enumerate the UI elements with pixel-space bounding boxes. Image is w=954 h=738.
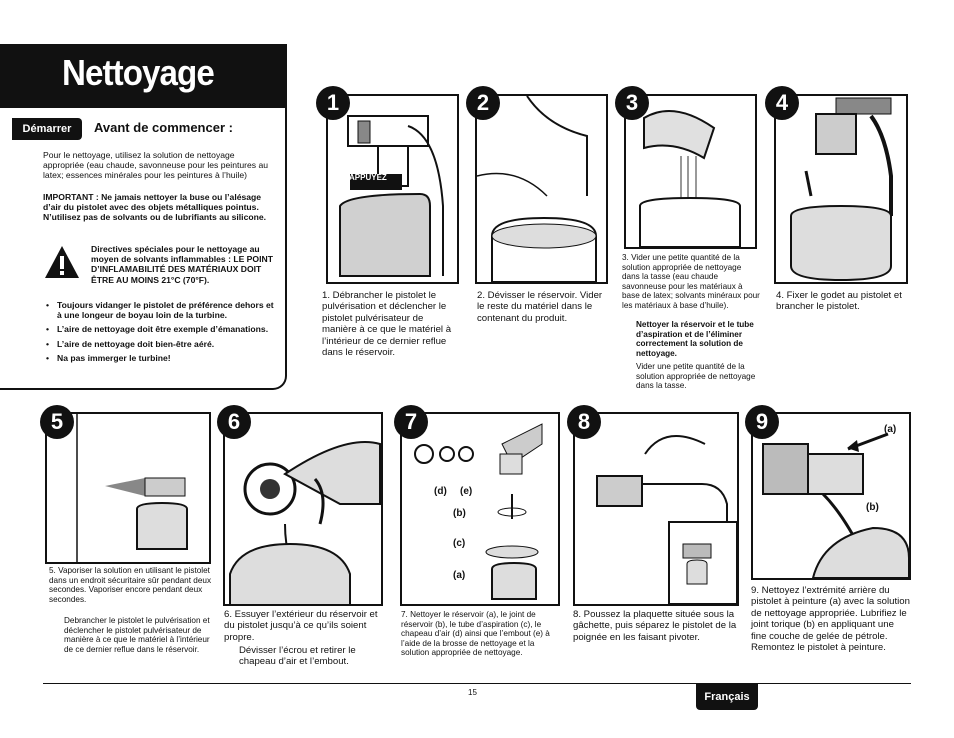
- step-caption-secondary: Debrancher le pistolet le pulvérisation …: [64, 616, 210, 654]
- step-caption: 5. Vaporiser la solution en utilisant le…: [49, 566, 212, 604]
- step-8-illustration: [573, 412, 739, 606]
- warning-text: Directives spéciales pour le nettoyage a…: [91, 244, 273, 285]
- step-number: 1: [316, 86, 350, 120]
- cup-attach-icon: [790, 97, 893, 282]
- warning-icon: [43, 244, 81, 280]
- part-label-e: (e): [460, 486, 473, 497]
- title-bar: [0, 44, 287, 108]
- step-caption: 9. Nettoyez l’extrémité arrière du pisto…: [751, 585, 910, 654]
- step-caption: 3. Vider une petite quantité de la solut…: [622, 253, 760, 310]
- part-label-b: (b): [453, 508, 466, 519]
- step-caption: 4. Fixer le godet au pistolet et branche…: [776, 290, 902, 313]
- step-2-illustration: [475, 94, 608, 284]
- lubricate-icon: [762, 432, 909, 578]
- step-5-illustration: [45, 412, 211, 564]
- part-label-a: (a): [884, 424, 897, 435]
- step-caption: 2. Dévisser le réservoir. Vider le reste…: [477, 290, 603, 324]
- part-label-d: (d): [434, 486, 447, 497]
- step-number: 6: [217, 405, 251, 439]
- step-caption: 1. Débrancher le pistolet le pulvérisati…: [322, 290, 452, 359]
- step-number: 9: [745, 405, 779, 439]
- page-number: 15: [468, 688, 477, 697]
- step-caption-secondary: Vider une petite quantité de la solution…: [636, 362, 756, 391]
- step-caption-secondary: Dévisser l’écrou et retirer le chapeau d…: [239, 645, 356, 668]
- step-4-illustration: [774, 94, 908, 284]
- part-label-b: (b): [866, 502, 879, 513]
- part-label-c: (c): [453, 538, 466, 549]
- step-caption: 7. Nettoyer le réservoir (a), le joint d…: [401, 610, 550, 658]
- step-caption-bold: Nettoyer la réservoir et le tube d’aspir…: [636, 320, 754, 358]
- reservoir-icon: [477, 96, 597, 282]
- intro-important: IMPORTANT : Ne jamais nettoyer la buse o…: [43, 192, 267, 223]
- step-number: 7: [394, 405, 428, 439]
- list-item: L’aire de nettoyage doit bien-être aéré.: [43, 339, 275, 349]
- step-1-illustration: [326, 94, 459, 284]
- pivot-gun-icon: [596, 435, 737, 604]
- step-number: 4: [765, 86, 799, 120]
- step-caption: 6. Essuyer l’extérieur du réservoir et d…: [224, 609, 378, 643]
- list-item: Toujours vidanger le pistolet de préfére…: [43, 300, 275, 320]
- intro-bullets: Toujours vidanger le pistolet de préfére…: [43, 300, 275, 367]
- list-item: Na pas immerger le turbine!: [43, 353, 275, 363]
- step-number: 3: [615, 86, 649, 120]
- pouring-cup-icon: [639, 110, 741, 247]
- language-tab: Français: [696, 684, 758, 710]
- part-label-a: (a): [453, 570, 466, 581]
- step-caption: 8. Poussez la plaquette située sous la g…: [573, 609, 737, 643]
- step-9-illustration: [751, 412, 911, 580]
- step-number: 2: [466, 86, 500, 120]
- step-7-illustration: [400, 412, 560, 606]
- page-title: Nettoyage: [62, 52, 215, 93]
- footer-divider: [43, 683, 911, 684]
- step-number: 5: [40, 405, 74, 439]
- intro-subtitle: Avant de commencer :: [94, 120, 233, 135]
- intro-paragraph: Pour le nettoyage, utilisez la solution …: [43, 150, 269, 181]
- step-6-illustration: [223, 412, 383, 606]
- start-tag: Démarrer: [12, 118, 82, 140]
- parts-exploded-icon: [414, 423, 543, 600]
- air-cap-icon: [229, 441, 381, 604]
- list-item: L’aire de nettoyage doit être exemple d’…: [43, 324, 275, 334]
- step-number: 8: [567, 405, 601, 439]
- step-3-illustration: [624, 94, 757, 249]
- spray-gun-icon: [339, 115, 444, 277]
- spraying-icon: [76, 414, 188, 562]
- press-label: APPUYEZ: [349, 173, 387, 182]
